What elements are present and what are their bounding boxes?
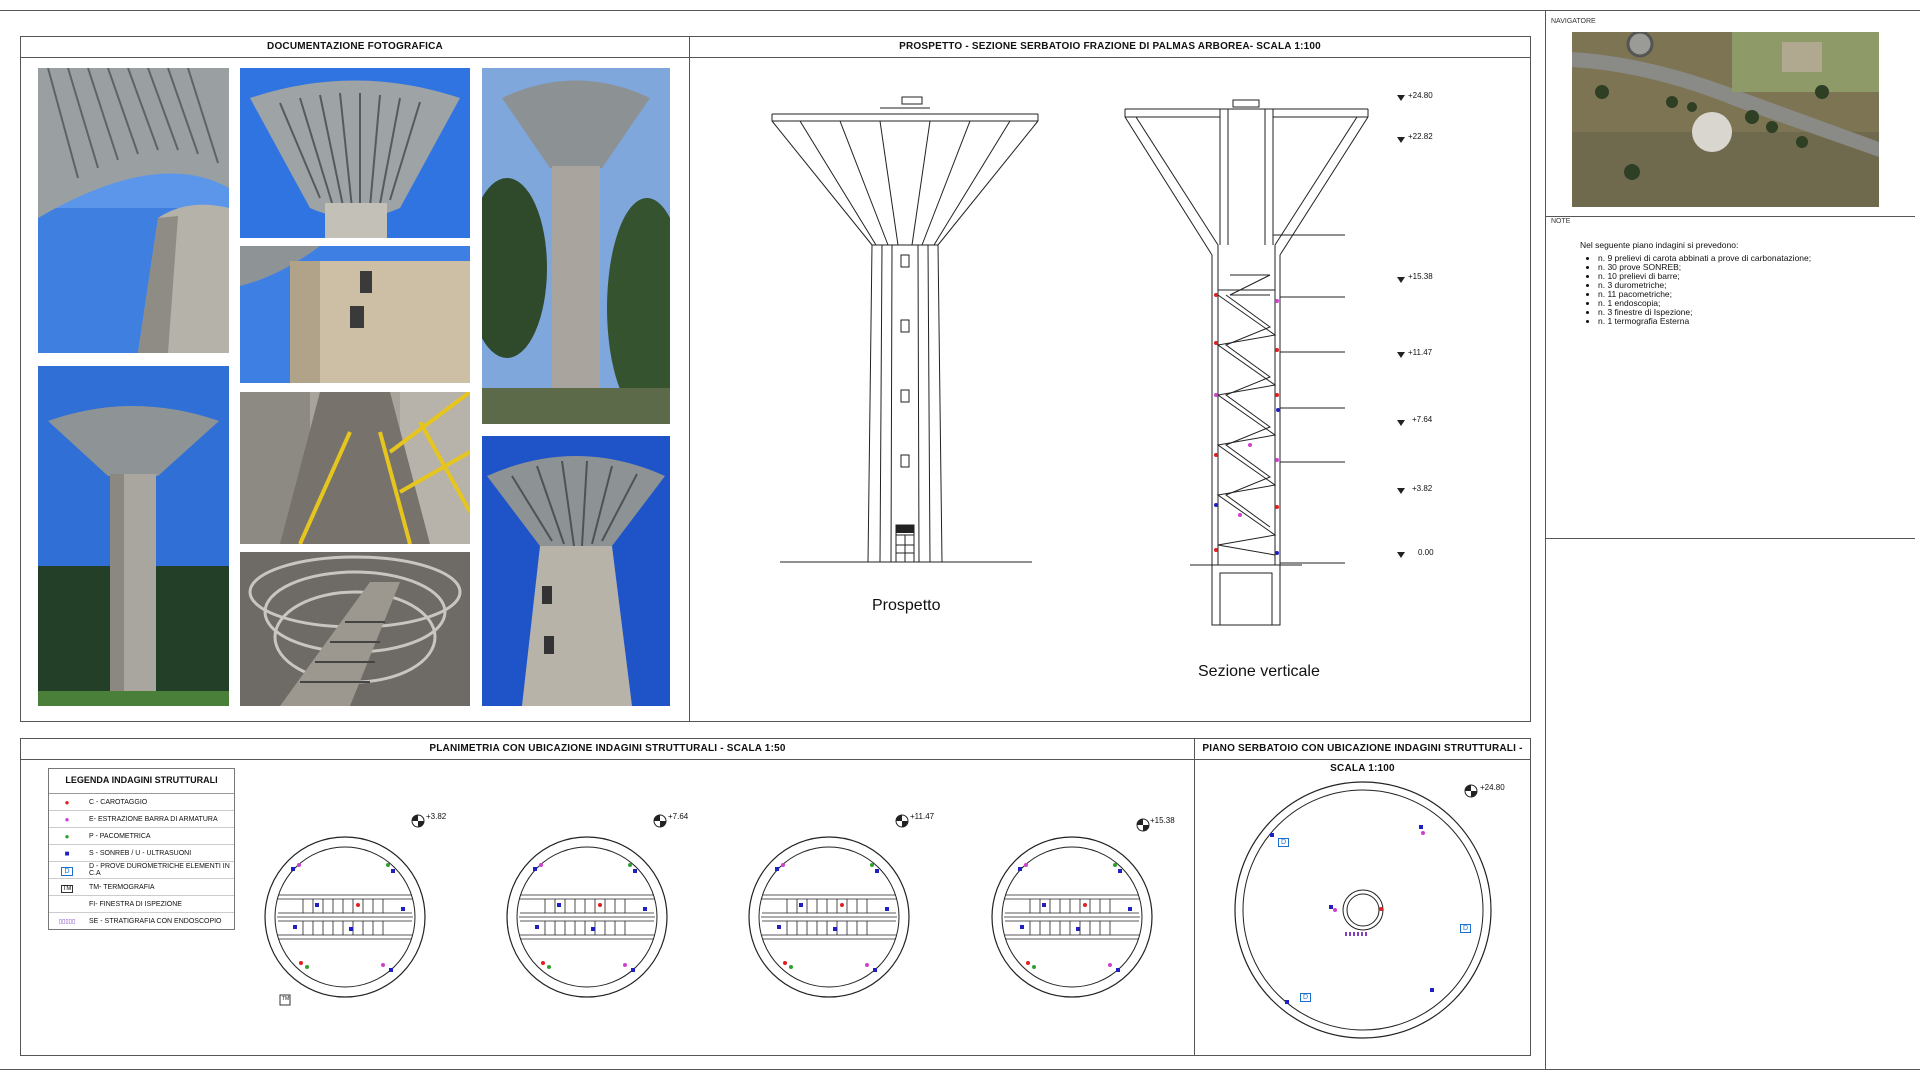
level-label: +24.80 <box>1408 91 1433 100</box>
navigator-map[interactable] <box>1572 32 1879 207</box>
sheet-divider <box>1545 10 1546 1070</box>
notes-item: n. 1 termografia Esterna <box>1598 317 1900 326</box>
durometric-marker: D <box>1278 838 1290 847</box>
level-markers <box>1397 95 1405 558</box>
legend-label: TM- TERMOGRAFIA <box>89 883 155 891</box>
photo-tower-full <box>38 366 229 706</box>
notes-intro: Nel seguente piano indagini si prevedono… <box>1580 240 1739 250</box>
photo-stair-interior <box>240 392 470 544</box>
legend-row: ● E- ESTRAZIONE BARRA DI ARMATURA <box>49 811 234 828</box>
legend-row: ▯▯▯▯▯ SE - STRATIGRAFIA CON ENDOSCOPIO <box>49 913 234 929</box>
legend-symbol: ● <box>64 814 70 824</box>
navigator-title: NAVIGATORE <box>1551 18 1596 25</box>
legend-row: ● C - CAROTAGGIO <box>49 794 234 811</box>
legend-row: ■ S - SONREB / U - ULTRASUONI <box>49 845 234 862</box>
legend-row: TM TM- TERMOGRAFIA <box>49 879 234 896</box>
legend-label: SE - STRATIGRAFIA CON ENDOSCOPIO <box>89 917 222 925</box>
photo-tower-underside <box>38 68 229 353</box>
notes-panel: NOTE <box>1545 216 1915 539</box>
tank-level-label: +24.80 <box>1480 783 1505 792</box>
level-label: +7.64 <box>1412 415 1433 424</box>
level-label: 0.00 <box>1418 548 1434 557</box>
photo-tower-low-angle <box>482 436 670 706</box>
notes-item: n. 11 pacometriche; <box>1598 290 1900 299</box>
notes-item: n. 1 endoscopia; <box>1598 299 1900 308</box>
legend-symbol: D <box>61 866 73 876</box>
photo-tower-shaft <box>240 246 470 383</box>
level-label: +11.47 <box>1408 348 1433 357</box>
legend-symbol: ■ <box>64 848 70 858</box>
legend-label: D - PROVE DUROMETRICHE ELEMENTI IN C.A <box>89 863 230 877</box>
level-label: +22.82 <box>1408 132 1433 141</box>
level-label: +15.38 <box>1408 272 1433 281</box>
legend-label: S - SONREB / U - ULTRASUONI <box>89 849 192 857</box>
tank-plan-drawing <box>1234 781 1492 1039</box>
legend-label: FI- FINESTRA DI ISPEZIONE <box>89 900 182 908</box>
notes-item: n. 3 finestre di Ispezione; <box>1598 308 1900 317</box>
sheet-border <box>0 10 1920 1070</box>
notes-item: n. 9 prelievi di carota abbinati a prove… <box>1598 254 1900 263</box>
legend-label: E- ESTRAZIONE BARRA DI ARMATURA <box>89 815 218 823</box>
notes-item: n. 30 prove SONREB; <box>1598 263 1900 272</box>
plan-level-label: +15.38 <box>1150 816 1175 825</box>
legend-label: C - CAROTAGGIO <box>89 798 148 806</box>
notes-item: n. 10 prelievi di barre; <box>1598 272 1900 281</box>
plan-level-label: +7.64 <box>668 812 689 821</box>
sezione-drawing <box>1124 99 1369 626</box>
legend-label: P - PACOMETRICA <box>89 832 151 840</box>
plan-panel-title: PLANIMETRIA CON UBICAZIONE INDAGINI STRU… <box>21 739 1194 760</box>
tank-panel: PIANO SERBATOIO CON UBICAZIONE INDAGINI … <box>1194 738 1531 1056</box>
notes-list: n. 9 prelievi di carota abbinati a prove… <box>1580 254 1900 326</box>
plan-level-label: +3.82 <box>426 812 447 821</box>
photo-spiral-inside <box>240 552 470 706</box>
legend-title: LEGENDA INDAGINI STRUTTURALI <box>49 769 234 794</box>
legend-symbol: ● <box>64 797 70 807</box>
legend-row: ● P - PACOMETRICA <box>49 828 234 845</box>
prospetto-drawing <box>771 96 1039 563</box>
elevation-panel-title: PROSPETTO - SEZIONE SERBATOIO FRAZIONE D… <box>690 37 1530 58</box>
prospetto-caption: Prospetto <box>872 597 941 614</box>
plan-level-label: +11.47 <box>910 812 935 821</box>
tank-panel-title: PIANO SERBATOIO CON UBICAZIONE INDAGINI … <box>1195 739 1530 774</box>
thermography-marker: TM <box>282 996 290 1002</box>
durometric-marker: D <box>1300 993 1312 1002</box>
legend-symbol: ● <box>64 831 70 841</box>
legend-symbol: ▯▯▯▯▯ <box>58 918 76 925</box>
sezione-caption: Sezione verticale <box>1198 663 1320 680</box>
photo-tank-bowl <box>240 68 470 238</box>
durometric-marker: D <box>1460 924 1472 933</box>
legend-row: FI- FINESTRA DI ISPEZIONE <box>49 896 234 913</box>
legend-symbol: TM <box>60 884 74 893</box>
level-label: +3.82 <box>1412 484 1433 493</box>
legend-row: D D - PROVE DUROMETRICHE ELEMENTI IN C.A <box>49 862 234 879</box>
photo-panel-title: DOCUMENTAZIONE FOTOGRAFICA <box>21 37 689 58</box>
notes-title: NOTE <box>1551 218 1571 225</box>
notes-item: n. 3 durometriche; <box>1598 281 1900 290</box>
elevation-panel: PROSPETTO - SEZIONE SERBATOIO FRAZIONE D… <box>689 36 1531 722</box>
navigator-panel: NAVIGATORE <box>1545 16 1915 217</box>
photo-tower-trees <box>482 68 670 424</box>
notes-text: Nel seguente piano indagini si prevedono… <box>1580 241 1900 326</box>
legend: LEGENDA INDAGINI STRUTTURALI ● C - CAROTA… <box>48 768 235 930</box>
plan-drawings <box>264 814 1153 1006</box>
